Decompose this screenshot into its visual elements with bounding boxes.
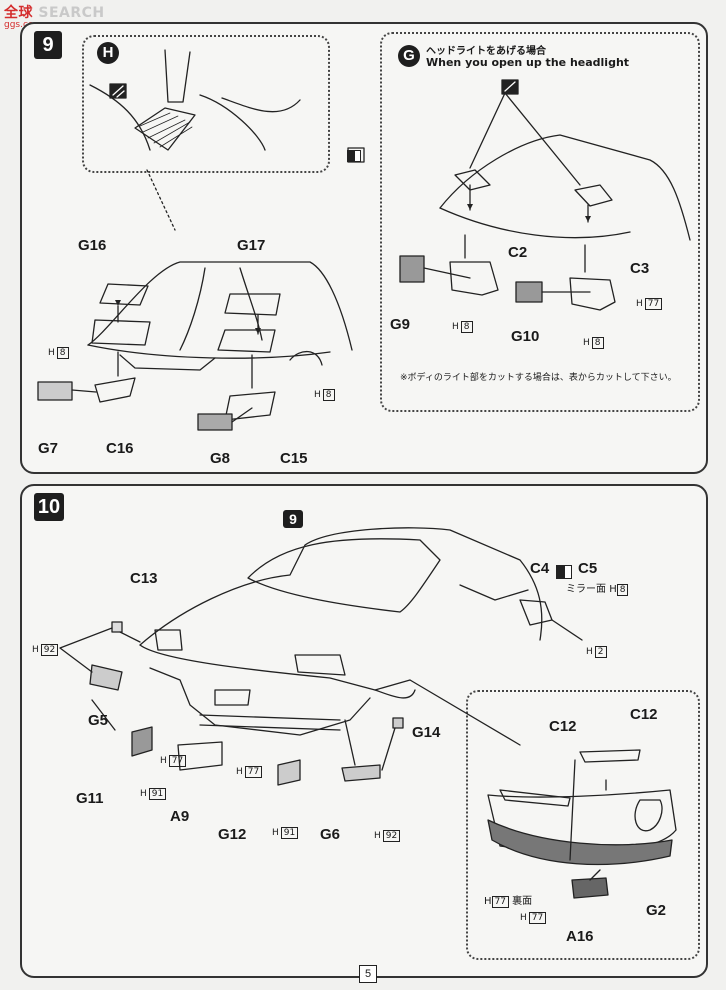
- label-c5: C5: [578, 560, 598, 577]
- label-g7: G7: [38, 440, 59, 457]
- label-c12-a: C12: [549, 718, 577, 735]
- watermark: 全球 SEARCH: [4, 5, 105, 21]
- mirror-parts-icon: [347, 150, 361, 162]
- label-g16: G16: [78, 237, 107, 254]
- label-g8: G8: [210, 450, 231, 467]
- label-g5: G5: [88, 712, 109, 729]
- c4-c5-icon: [556, 565, 572, 579]
- label-g10: G10: [511, 328, 540, 345]
- label-a16: A16: [566, 928, 594, 945]
- label-c13: C13: [130, 570, 158, 587]
- detail-h-badge: H: [97, 42, 119, 64]
- label-c3: C3: [630, 260, 650, 277]
- bumper-detail-box: [466, 690, 700, 960]
- detail-g-title-en: When you open up the headlight: [426, 56, 630, 69]
- label-c12-b: C12: [630, 706, 658, 723]
- label-a9: A9: [170, 808, 190, 825]
- label-c15: C15: [280, 450, 308, 467]
- page-number: 5: [359, 965, 377, 983]
- detail-h-box: [82, 35, 330, 173]
- label-g6: G6: [320, 826, 341, 843]
- step-10-number: 10: [34, 493, 64, 521]
- cut-note: ※ボディのライト部をカットする場合は、表からカットして下さい。: [400, 373, 677, 383]
- watermark-url: ggs.ccm: [4, 20, 42, 30]
- ref-step-9: 9: [283, 510, 303, 528]
- step-9-panel: [20, 22, 708, 474]
- label-g11: G11: [76, 790, 104, 807]
- label-c2: C2: [508, 244, 528, 261]
- step-9-number: 9: [34, 31, 62, 59]
- label-g14: G14: [412, 724, 441, 741]
- detail-g-box: [380, 32, 700, 412]
- label-g9: G9: [390, 316, 411, 333]
- label-g17: G17: [237, 237, 266, 254]
- detail-g-badge: G: [398, 45, 420, 67]
- label-c16: C16: [106, 440, 134, 457]
- label-c4: C4: [530, 560, 550, 577]
- label-g2: G2: [646, 902, 667, 919]
- label-g12: G12: [218, 826, 247, 843]
- detail-g-title-jp: ヘッドライトをあげる場合: [426, 46, 546, 57]
